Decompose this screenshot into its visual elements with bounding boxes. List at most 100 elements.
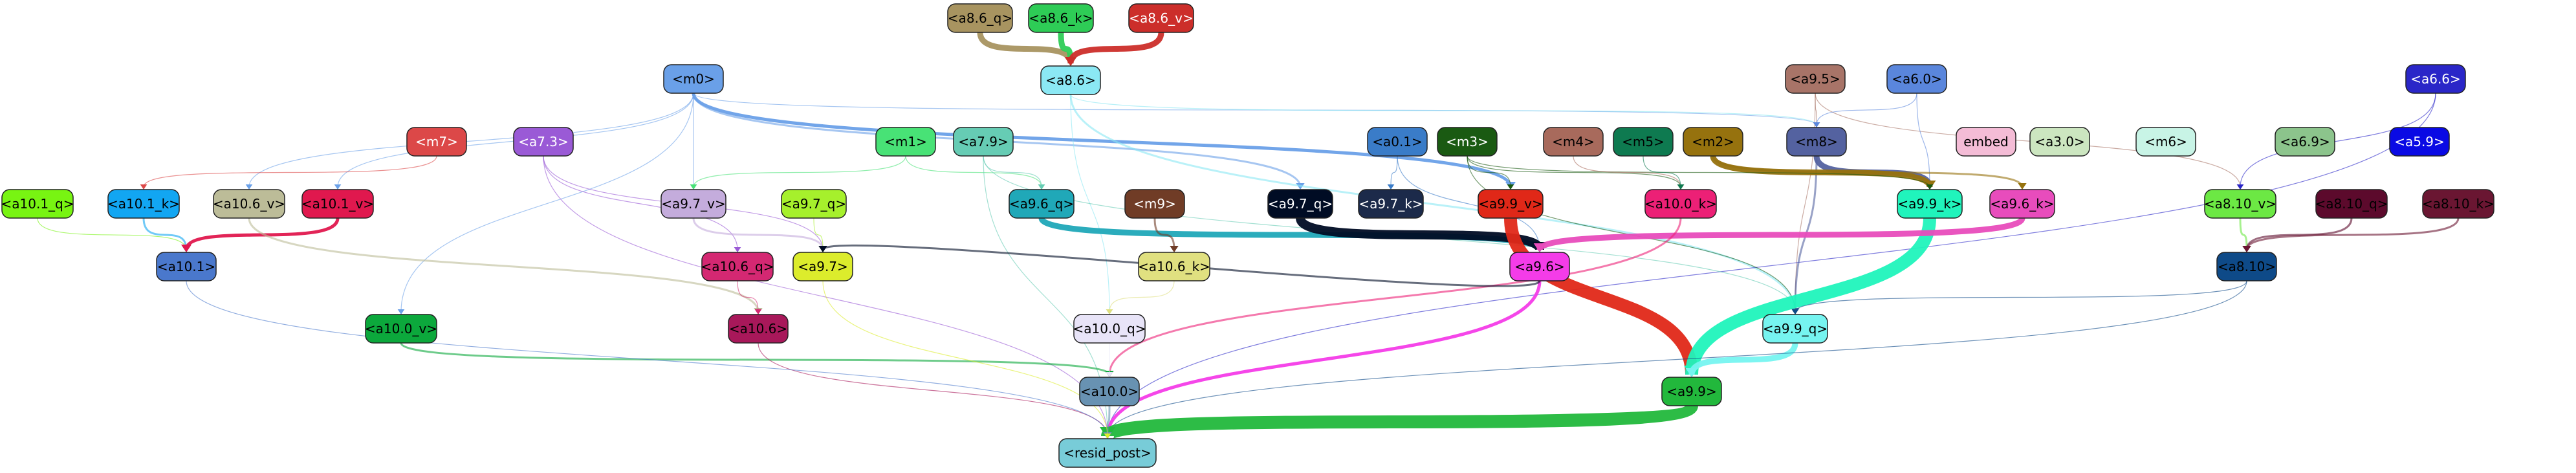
node-embed[interactable]: embed [1956,127,2016,157]
edge-m4-to-a10-0-k [1573,155,1681,188]
node-a9-6-q[interactable]: <a9.6_q> [1009,189,1075,219]
node-resid-post[interactable]: <resid_post> [1058,438,1157,468]
node-a6-6[interactable]: <a6.6> [2405,64,2466,94]
node-a9-7-q2[interactable]: <a9.7_q> [1267,189,1333,219]
node-a10-6-v[interactable]: <a10.6_v> [213,189,285,219]
node-label: <a9.6> [1514,259,1565,274]
edge-a8-10-v-to-a8-10 [2239,217,2248,250]
node-label: <a8.6_q> [948,10,1012,26]
node-a3-0[interactable]: <a3.0> [2029,127,2090,157]
node-label: <m3> [1446,134,1489,149]
node-a9-6-k[interactable]: <a9.6_k> [1989,189,2055,219]
node-a6-0[interactable]: <a6.0> [1886,64,1947,94]
node-label: <a8.6> [1045,72,1096,88]
node-a7-3[interactable]: <a7.3> [513,127,574,157]
node-a8-6[interactable]: <a8.6> [1040,65,1101,95]
node-a10-1-q[interactable]: <a10.1_q> [1,189,74,219]
edge-m5-to-a10-0-k [1643,155,1681,188]
node-a8-10-k[interactable]: <a8.10_k> [2422,189,2494,219]
node-a9-7-k[interactable]: <a9.7_k> [1358,189,1424,219]
node-a10-1-v[interactable]: <a10.1_v> [301,189,374,219]
edge-a10-1-k-to-a10-1 [142,217,188,250]
node-a10-0-q[interactable]: <a10.0_q> [1073,314,1146,344]
node-label: <a9.9> [1666,384,1717,399]
node-a9-9-v[interactable]: <a9.9_v> [1478,189,1544,219]
node-label: <resid_post> [1064,445,1151,461]
node-m7[interactable]: <m7> [406,127,467,157]
node-label: <a9.6_k> [1990,196,2054,212]
node-m5[interactable]: <m5> [1613,127,1674,157]
node-box [792,252,853,281]
node-label: <a9.9_v> [1478,196,1542,212]
node-a10-1-k[interactable]: <a10.1_k> [107,189,180,219]
node-a10-1[interactable]: <a10.1> [156,252,217,281]
node-a10-0[interactable]: <a10.0> [1079,377,1140,406]
node-m6[interactable]: <m6> [2135,127,2196,157]
node-m3[interactable]: <m3> [1437,127,1498,157]
node-box [2405,64,2466,94]
node-m8[interactable]: <m8> [1786,127,1847,157]
edge-a10-0-to-resid-post [1106,405,1111,437]
node-label: <a9.7> [798,259,848,274]
edge-a0-1-to-a9-6 [1397,155,1540,250]
edge-a8-6-to-m8 [1070,94,1817,126]
node-box [947,3,1013,33]
arrowhead-a6-0-to-m8 [1813,122,1820,127]
node-m4[interactable]: <m4> [1543,127,1604,157]
node-box [1,189,74,219]
node-a10-6-k[interactable]: <a10.6_k> [1138,252,1210,281]
node-a5-9[interactable]: <a5.9> [2389,127,2450,157]
edge-a9-7-v-to-a9-7 [692,217,824,250]
node-label: <a10.0_k> [1644,196,1717,212]
node-a8-6-q[interactable]: <a8.6_q> [947,3,1013,33]
edge-a7-3-to-a10-6-q [543,155,738,250]
node-a10-0-k[interactable]: <a10.0_k> [1644,189,1717,219]
node-label: <a0.1> [1372,134,1423,149]
node-a9-7[interactable]: <a9.7> [792,252,853,281]
node-a8-10-q[interactable]: <a8.10_q> [2315,189,2388,219]
node-a9-9-q[interactable]: <a9.9_q> [1762,314,1828,344]
node-m0[interactable]: <m0> [663,64,724,94]
node-a8-10-v[interactable]: <a8.10_v> [2204,189,2276,219]
node-label: <a10.0_v> [365,321,437,336]
node-a9-6[interactable]: <a9.6> [1509,252,1570,281]
node-label: <a10.6> [729,321,787,336]
node-label: <a10.1_k> [107,196,180,212]
node-a10-6[interactable]: <a10.6> [728,314,789,344]
node-label: <a10.6_k> [1138,259,1210,274]
arrowhead-a8-6-v-to-a8-6 [1064,57,1077,66]
node-m1[interactable]: <m1> [875,127,936,157]
node-a7-9[interactable]: <a7.9> [953,127,1014,157]
node-label: <a10.0_q> [1073,321,1146,336]
node-label: <m1> [884,134,927,149]
node-a0-1[interactable]: <a0.1> [1367,127,1428,157]
arrowhead-m2-to-a9-6-k [2018,183,2027,190]
edge-a6-6-to-resid-post [1107,93,2436,437]
edge-a10-0-v-to-a10-0 [400,342,1111,375]
edge-a10-6-v-to-a10-6 [248,217,759,313]
node-a8-6-k[interactable]: <a8.6_k> [1028,3,1094,33]
node-label: <a8.10_k> [2422,196,2494,212]
node-a10-6-q[interactable]: <a10.6_q> [701,252,774,281]
node-box [1613,127,1674,157]
node-a9-9-k[interactable]: <a9.9_k> [1897,189,1963,219]
edge-m9-to-a10-6-k [1153,217,1175,250]
node-box [1009,189,1075,219]
edge-a10-6-q-to-a10-6 [737,280,759,313]
node-box [781,189,847,219]
node-m9[interactable]: <m9> [1124,189,1185,219]
node-a6-9[interactable]: <a6.9> [2275,127,2335,157]
edge-a6-0-to-a9-9-k [1916,93,1930,188]
edge-m2-to-a9-6-k [1712,155,2024,188]
node-a8-6-v[interactable]: <a8.6_v> [1128,3,1194,33]
node-a9-7-v[interactable]: <a9.7_v> [660,189,726,219]
node-m2[interactable]: <m2> [1683,127,1743,157]
node-label: <a8.6_v> [1129,10,1193,26]
node-a10-0-v[interactable]: <a10.0_v> [365,314,437,344]
node-a8-10[interactable]: <a8.10> [2216,252,2277,281]
node-box [1543,127,1604,157]
node-a9-5[interactable]: <a9.5> [1785,64,1846,94]
node-a9-9[interactable]: <a9.9> [1661,377,1722,406]
node-a9-7-q[interactable]: <a9.7_q> [781,189,847,219]
edge-layer [37,32,2460,440]
